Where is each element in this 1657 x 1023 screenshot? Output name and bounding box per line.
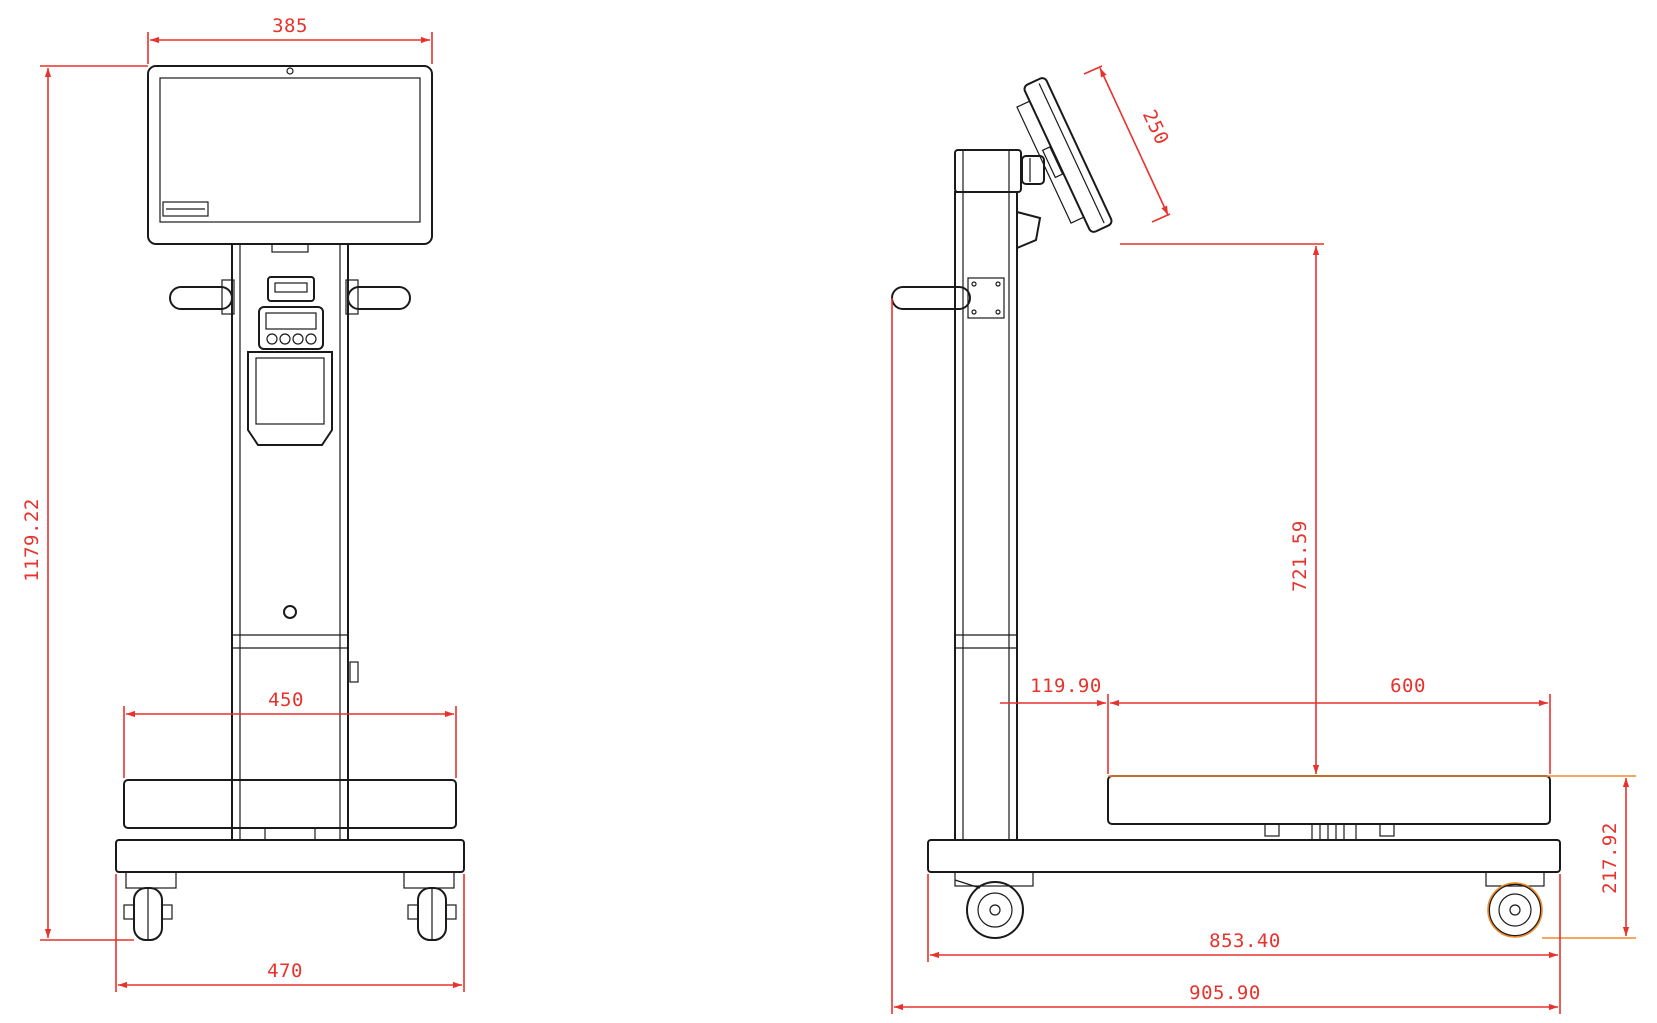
- dim-overall-length: 905.90: [1189, 982, 1261, 1004]
- side-platform: [1107, 775, 1551, 841]
- dim-display-width: 385: [272, 15, 308, 37]
- dim-total-height: 1179.22: [21, 498, 43, 582]
- dim-platform-width: 450: [268, 689, 304, 711]
- front-display: [147, 65, 433, 253]
- dim-column-offset: 119.90: [1030, 675, 1102, 697]
- dim-platform-depth: 600: [1390, 675, 1426, 697]
- dim-display-height: 721.59: [1289, 520, 1311, 592]
- dim-base-width: 470: [267, 960, 303, 982]
- front-platform: [123, 779, 457, 840]
- dim-display-depth: 250: [1138, 107, 1173, 149]
- side-column: [891, 149, 1042, 841]
- front-view: 385 1179.22 450 470: [21, 15, 465, 992]
- front-column: [169, 243, 411, 841]
- front-dimensions: 385 1179.22 450 470: [21, 15, 465, 992]
- dim-base-length: 853.40: [1209, 930, 1281, 952]
- side-view: 250 721.59 119.90 600 217.92 853.40: [891, 65, 1636, 1014]
- dim-platform-height: 217.92: [1599, 822, 1621, 894]
- side-display: [1016, 77, 1113, 233]
- side-base: [927, 839, 1561, 939]
- front-base: [115, 839, 465, 941]
- side-dimensions: 250 721.59 119.90 600 217.92 853.40: [891, 65, 1636, 1014]
